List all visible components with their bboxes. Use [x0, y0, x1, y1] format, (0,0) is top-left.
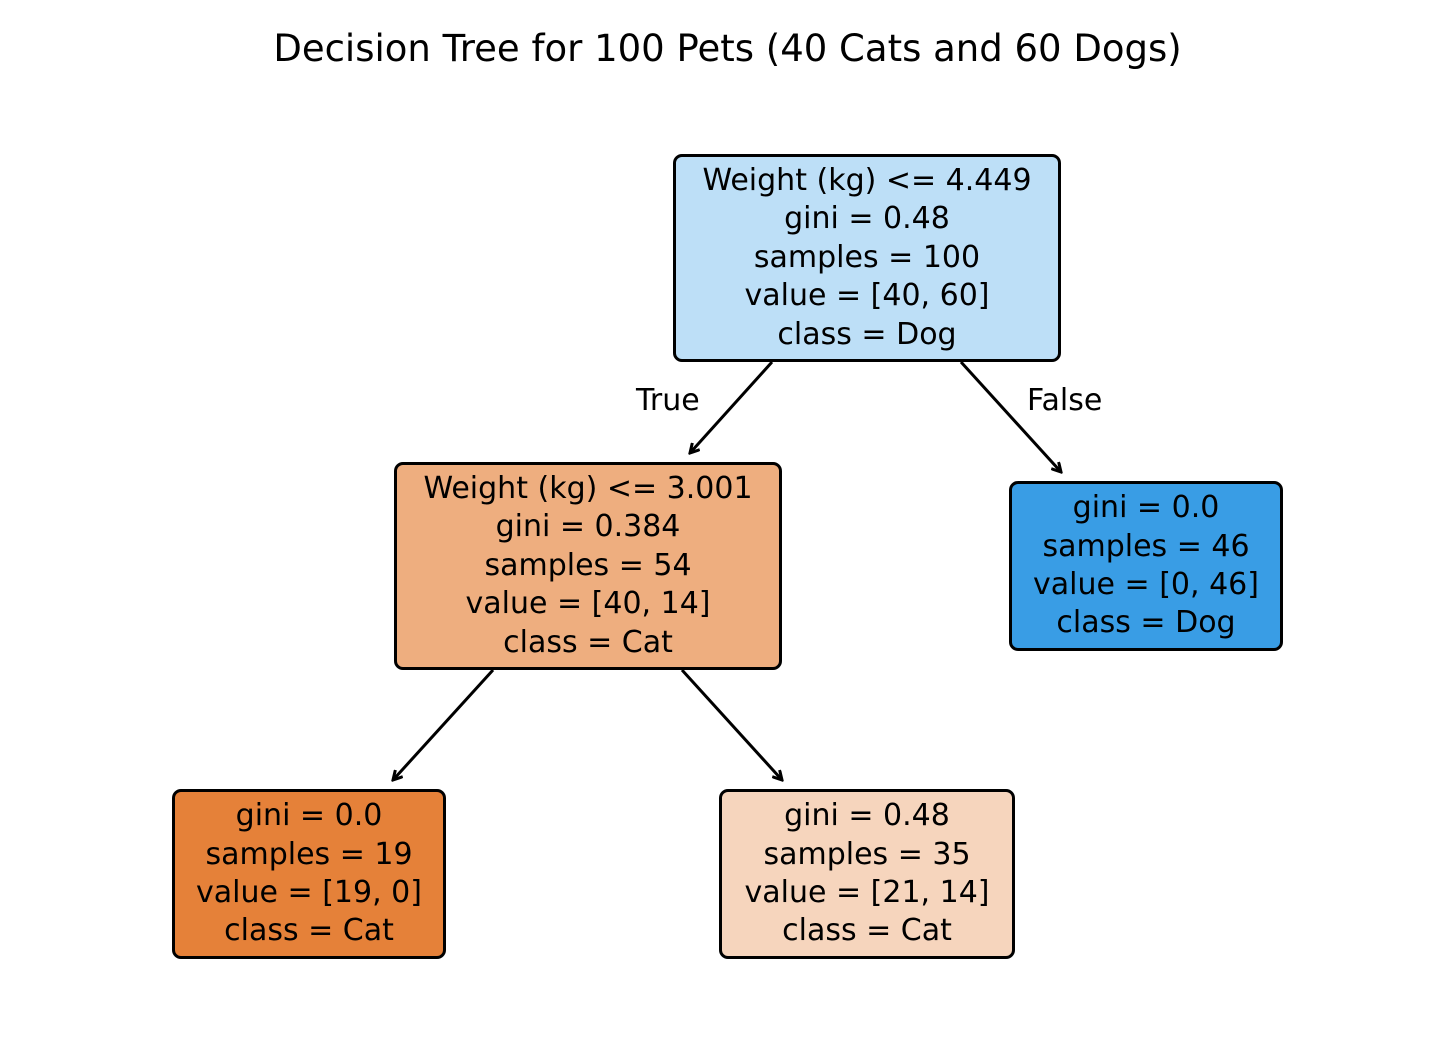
node-value: value = [40, 60]: [744, 278, 990, 314]
node-value: value = [19, 0]: [196, 875, 422, 910]
diagram-title: Decision Tree for 100 Pets (40 Cats and …: [273, 27, 1182, 70]
node-gini: gini = 0.384: [495, 509, 681, 545]
edge-label-false: False: [1027, 383, 1103, 418]
node-gini: gini = 0.48: [784, 201, 950, 237]
node-gini: gini = 0.0: [1072, 490, 1220, 526]
edge-root-to-right: [959, 360, 1061, 472]
node-gini: gini = 0.48: [784, 798, 950, 834]
tree-node-left-right-leaf: gini = 0.48 samples = 35 value = [21, 14…: [719, 789, 1015, 959]
edge-label-true: True: [636, 383, 700, 418]
node-samples: samples = 54: [484, 547, 692, 583]
node-condition: Weight (kg) <= 4.449: [702, 162, 1032, 198]
edge-root-to-left: [690, 360, 774, 453]
node-value: value = [40, 14]: [465, 586, 711, 622]
node-value: value = [21, 14]: [744, 875, 990, 910]
node-samples: samples = 46: [1042, 528, 1250, 564]
edge-left-to-left-left: [393, 668, 495, 780]
node-class: class = Dog: [777, 316, 957, 352]
node-class: class = Dog: [1056, 605, 1236, 641]
node-value: value = [0, 46]: [1033, 567, 1259, 602]
tree-node-root: Weight (kg) <= 4.449 gini = 0.48 samples…: [673, 154, 1061, 362]
node-condition: Weight (kg) <= 3.001: [423, 470, 753, 506]
node-samples: samples = 100: [753, 239, 981, 275]
tree-node-right-leaf: gini = 0.0 samples = 46 value = [0, 46] …: [1009, 481, 1283, 651]
node-class: class = Cat: [224, 913, 394, 949]
node-gini: gini = 0.0: [235, 798, 383, 834]
tree-node-left: Weight (kg) <= 3.001 gini = 0.384 sample…: [394, 462, 782, 670]
tree-node-left-left-leaf: gini = 0.0 samples = 19 value = [19, 0] …: [172, 789, 446, 959]
node-samples: samples = 35: [763, 836, 971, 872]
node-class: class = Cat: [503, 624, 673, 660]
node-samples: samples = 19: [205, 836, 413, 872]
node-class: class = Cat: [782, 913, 952, 949]
edge-left-to-left-right: [680, 668, 782, 780]
